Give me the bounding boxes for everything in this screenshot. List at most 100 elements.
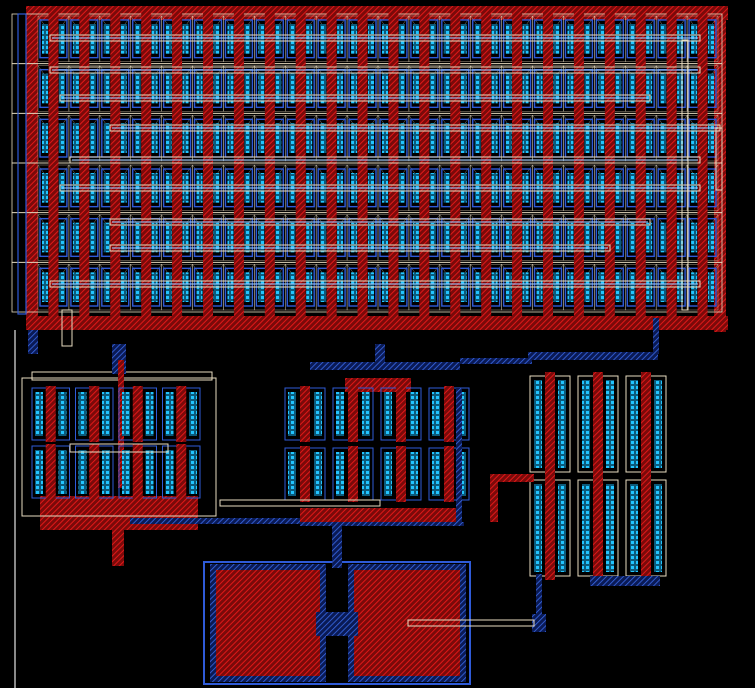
mirror-device-gate	[45, 444, 56, 500]
diff-device-diff-right	[362, 392, 370, 436]
mirror-device-gate	[45, 386, 56, 442]
array-poly-gate	[666, 12, 677, 320]
out-device-gate	[641, 476, 651, 580]
array-cell-diff	[351, 123, 358, 153]
array-cell-diff	[275, 222, 282, 253]
array-poly-ring-top	[26, 6, 728, 20]
mirror-device-diff-left	[122, 392, 130, 436]
array-cell-diff	[182, 73, 189, 104]
differential-pair-block	[219, 344, 470, 522]
diff-device-diff-right	[314, 452, 322, 496]
array-cell-diff	[368, 123, 374, 153]
array-cell-diff	[227, 222, 234, 253]
array-metal2-bus	[49, 66, 701, 74]
array-cell-diff	[491, 73, 498, 104]
out-device-diff	[606, 380, 614, 468]
array-cell-diff	[474, 73, 481, 104]
array-cell-diff	[491, 123, 498, 153]
array-cell-diff	[615, 222, 622, 253]
array-cell-diff	[213, 73, 220, 104]
array-tap-m2	[61, 309, 73, 347]
array-cell-diff	[491, 222, 498, 253]
diff-device-diff-left	[336, 392, 344, 436]
array-cell-diff	[567, 123, 574, 153]
array-poly-gate	[635, 12, 646, 320]
mirror-device-gate	[132, 444, 143, 500]
array-metal2-bus-core	[112, 221, 648, 223]
out-device-diff	[654, 484, 662, 572]
cap-top-plate	[216, 570, 320, 676]
array-cell-diff	[58, 123, 65, 153]
array-cell-diff	[244, 123, 251, 153]
mirror-device-diff-right	[189, 392, 197, 436]
array-cell-diff	[412, 222, 419, 253]
array-cell-diff	[522, 123, 529, 153]
array-cell-diff	[72, 123, 79, 153]
out-device-diff	[582, 484, 590, 572]
array-cell-diff	[351, 222, 358, 253]
array-cell-diff	[584, 222, 591, 253]
array-cell-diff	[460, 123, 467, 153]
out-poly-link	[490, 474, 498, 522]
cap-top-plate	[354, 570, 460, 676]
array-poly-gate	[481, 12, 492, 320]
out-device-diff	[582, 380, 590, 468]
array-cell-diff	[151, 222, 158, 253]
mirror-device-diff-left	[78, 392, 87, 436]
array-cell-diff	[646, 123, 653, 153]
mirror-device-diff-left	[165, 392, 174, 436]
array-cell-diff	[196, 123, 203, 153]
out-poly-link	[490, 474, 534, 482]
diff-device-diff-left	[288, 452, 296, 496]
mirror-device-diff-left	[35, 392, 43, 436]
array-cell-diff	[306, 123, 313, 153]
array-cell-diff	[474, 222, 481, 253]
array-cell-diff	[382, 123, 388, 153]
array-poly-ring-right	[714, 18, 726, 332]
array-metal2-bus-core	[72, 159, 698, 161]
array-cell-diff	[42, 123, 48, 153]
array-metal2-riser	[715, 127, 723, 191]
array-cell-diff	[412, 123, 419, 153]
out-tap-wire	[536, 574, 542, 618]
array-cell-diff	[584, 123, 591, 153]
out-device-diff	[534, 484, 542, 572]
out-device-gate	[545, 372, 555, 476]
array-cell-diff	[58, 173, 65, 203]
current-mirror-block	[21, 344, 300, 566]
array-cell-diff	[103, 222, 110, 253]
array-cell-diff	[196, 73, 203, 104]
out-device-diff	[558, 484, 566, 572]
array-cell-diff	[58, 222, 65, 253]
array-cell-diff	[505, 123, 512, 153]
mirror-device-diff-right	[145, 450, 154, 494]
out-device-diff	[606, 484, 614, 572]
array-poly-gate	[233, 12, 244, 320]
array-cell-diff	[429, 73, 436, 104]
array-cell-diff	[275, 123, 282, 153]
out-device-gate	[593, 372, 603, 476]
array-cell-diff	[244, 73, 251, 104]
array-cell-diff	[553, 123, 560, 153]
diff-device-diff-right	[410, 452, 418, 496]
array-cell-diff	[708, 24, 714, 54]
diff-device-diff-right	[314, 392, 322, 436]
array-poly-ring-bottom	[26, 316, 728, 330]
array-cell-diff	[103, 73, 110, 104]
array-poly-gate	[79, 12, 90, 320]
out-top-wire	[528, 352, 658, 360]
array-cell-diff	[660, 73, 667, 104]
diff-device-gate	[396, 446, 406, 502]
array-cell-diff	[320, 123, 327, 153]
array-cell-diff	[553, 222, 560, 253]
diff-device-diff-right	[362, 452, 370, 496]
array-cell-diff	[103, 123, 110, 153]
mirror-device-diff-right	[102, 450, 110, 494]
array-cell-diff	[646, 73, 653, 104]
array-cell-diff	[536, 222, 543, 253]
array-cell-diff	[182, 123, 189, 153]
array-metal2-bus	[49, 280, 701, 288]
array-cell-diff	[306, 222, 313, 253]
array-cell-diff	[398, 123, 405, 153]
